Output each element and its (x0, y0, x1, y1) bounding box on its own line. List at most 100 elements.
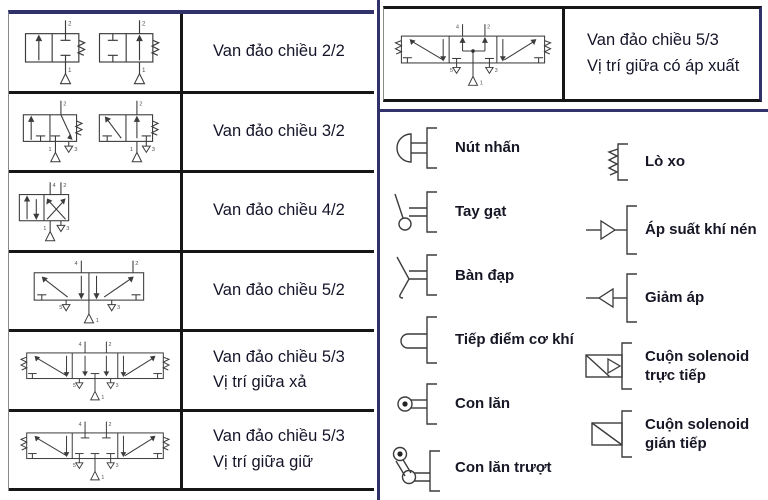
label-line: Van đảo chiều 5/2 (213, 280, 345, 299)
legend-item: Tiếp điểm cơ khí (383, 308, 579, 372)
legend-label: Bàn đạp (455, 267, 515, 285)
lever-icon (383, 188, 455, 236)
table-row: 4 2 5 1 3 Van đảo chiều 5/2 (9, 252, 374, 332)
label-line: Cuộn solenoid (645, 347, 750, 365)
svg-text:5: 5 (450, 68, 453, 74)
valve-4-2-symbols: 4 2 1 3 (9, 173, 183, 250)
valve-3-2-label: Van đảo chiều 3/2 (183, 94, 374, 171)
svg-text:2: 2 (68, 21, 72, 28)
svg-text:2: 2 (135, 261, 138, 267)
valve-5-3-exhaust-symbol: 4 2 5 1 3 (19, 341, 170, 401)
valve-2-2-symbol-b: 2 1 (98, 20, 160, 85)
svg-text:2: 2 (139, 101, 142, 107)
svg-text:2: 2 (63, 101, 66, 107)
actuator-legend: Nút nhấn Tay gạt (383, 114, 768, 500)
svg-text:1: 1 (95, 318, 98, 324)
legend-right-column: Lò xo Áp suất khí nén (579, 128, 768, 468)
svg-text:2: 2 (487, 25, 490, 31)
legend-label: Con lăn trượt (455, 459, 552, 477)
roller-icon (383, 380, 455, 428)
legend-item: Con lăn trượt (383, 436, 579, 500)
svg-text:1: 1 (48, 147, 51, 153)
svg-text:4: 4 (78, 342, 81, 348)
valve-5-3-exhaust-label: Van đảo chiều 5/3 Vị trí giữa xả (183, 332, 374, 409)
pedal-icon (383, 251, 455, 301)
label-line: Lò xo (645, 153, 685, 171)
legend-label: Lò xo (645, 152, 685, 172)
svg-text:3: 3 (115, 463, 118, 469)
legend-item: Bàn đạp (383, 244, 579, 308)
valve-2-2-symbol-a: 2 1 (24, 20, 86, 85)
valve-5-2-label: Van đảo chiều 5/2 (183, 253, 374, 330)
valve-3-2-symbol-a: 2 1 3 (22, 100, 83, 162)
svg-text:5: 5 (72, 463, 75, 469)
valve-5-3-pressure-label: Van đảo chiều 5/3 Vị trí giữa có áp xuất (565, 9, 759, 99)
label-line: Vị trí giữa giữ (213, 452, 314, 471)
spring-icon (579, 138, 645, 186)
label-line: Áp suất khí nén (645, 221, 757, 239)
svg-text:4: 4 (78, 422, 81, 428)
svg-text:3: 3 (151, 147, 154, 153)
label-line: Vị trí giữa có áp xuất (587, 57, 740, 75)
legend-label: Cuộn solenoid gián tiếp (645, 415, 749, 454)
valve-5-3-exhaust-symbols: 4 2 5 1 3 (9, 332, 183, 409)
label-line: gián tiếp (645, 435, 707, 452)
valve-4-2-label: Van đảo chiều 4/2 (183, 173, 374, 250)
legend-item: Nút nhấn (383, 116, 579, 180)
svg-text:1: 1 (480, 81, 483, 87)
svg-text:3: 3 (115, 383, 118, 389)
svg-text:2: 2 (108, 342, 111, 348)
valve-5-3-pressure-table: 4 2 5 1 3 Van đảo chiều 5/3 Vị trí giữa … (383, 6, 762, 102)
svg-text:4: 4 (456, 25, 459, 31)
svg-text:4: 4 (52, 183, 56, 189)
table-row: 2 1 2 1 Van đảo chiều 2/2 (9, 14, 374, 94)
table-row: 2 1 3 2 1 3 (9, 93, 374, 173)
svg-text:5: 5 (72, 383, 75, 389)
svg-text:1: 1 (43, 226, 46, 232)
label-line: Van đảo chiều 4/2 (213, 201, 345, 220)
valve-5-3-closed-symbol: 4 2 5 1 3 (19, 421, 170, 481)
label-line: Van đảo chiều 5/3 (587, 31, 719, 50)
legend-label: Cuộn solenoid trực tiếp (645, 347, 749, 386)
svg-text:2: 2 (142, 21, 146, 28)
label-line: Giảm áp (645, 289, 705, 307)
label-line: Van đảo chiều 2/2 (213, 42, 345, 61)
legend-label: Nút nhấn (455, 139, 520, 157)
svg-text:1: 1 (101, 475, 104, 481)
legend-label: Giảm áp (645, 288, 704, 308)
mechanical-contact-icon (383, 315, 455, 365)
svg-text:3: 3 (66, 226, 69, 232)
valve-table: 2 1 2 1 Van đảo chiều 2/2 (8, 10, 374, 491)
valve-3-2-symbols: 2 1 3 2 1 3 (9, 93, 183, 170)
svg-text:3: 3 (495, 68, 498, 74)
valve-2-2-symbols: 2 1 2 1 (9, 14, 183, 91)
svg-text:1: 1 (129, 147, 132, 153)
valve-5-2-symbols: 4 2 5 1 3 (9, 252, 183, 329)
svg-text:1: 1 (68, 67, 72, 74)
table-row: 4 2 5 1 3 Van đảo chiều 5/3 Vị trí giữa … (9, 332, 374, 412)
legend-label: Áp suất khí nén (645, 220, 757, 240)
svg-text:5: 5 (59, 305, 62, 311)
valve-4-2-symbol: 4 2 1 3 (18, 181, 70, 242)
svg-text:4: 4 (74, 261, 77, 267)
svg-text:3: 3 (117, 305, 120, 311)
one-way-roller-icon (383, 441, 455, 495)
table-row: 4 2 5 1 3 Van đảo chiều 5/3 Vị trí giữa … (9, 411, 374, 491)
valve-5-3-pressure-symbol: 4 2 5 1 3 (394, 24, 552, 87)
valve-5-2-symbol: 4 2 5 1 3 (33, 260, 144, 324)
legend-item: Áp suất khí nén (579, 196, 768, 264)
valve-3-2-symbol-b: 2 1 3 (98, 100, 159, 162)
valve-5-3-closed-label: Van đảo chiều 5/3 Vị trí giữa giữ (183, 412, 374, 489)
svg-text:1: 1 (142, 67, 146, 74)
legend-item: Cuộn solenoid trực tiếp (579, 332, 768, 400)
pilot-solenoid-icon (579, 407, 645, 461)
horizontal-divider (379, 109, 768, 112)
label-line: Vị trí giữa xả (213, 373, 307, 392)
legend-item: Lò xo (579, 128, 768, 196)
air-pressure-icon (579, 203, 645, 257)
legend-label: Con lăn (455, 395, 510, 413)
svg-text:2: 2 (63, 183, 66, 189)
direct-solenoid-icon (579, 339, 645, 393)
legend-item: Cuộn solenoid gián tiếp (579, 400, 768, 468)
